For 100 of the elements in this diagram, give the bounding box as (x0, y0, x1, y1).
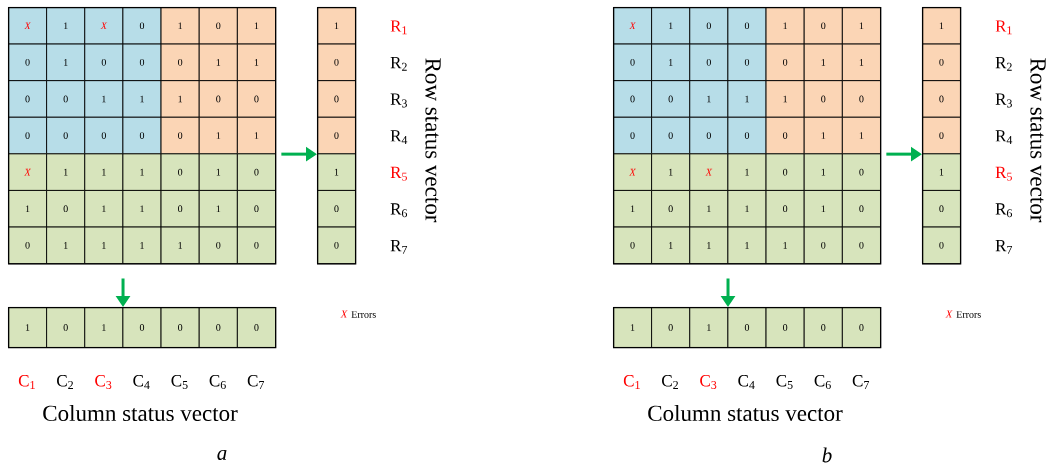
matrix-cell: 0 (160, 43, 200, 82)
column-label: C$_{7}$ (247, 375, 265, 389)
vector-cell: 0 (317, 43, 356, 82)
matrix-cell: 1 (727, 153, 767, 191)
matrix-cell: 0 (841, 80, 881, 118)
matrix-cell: 0 (236, 80, 276, 118)
matrix-cell: 1 (160, 80, 200, 118)
matrix-cell: 0 (727, 43, 767, 82)
row-label: R$_{6}$ (390, 203, 408, 218)
matrix-cell: 0 (613, 43, 653, 82)
matrix-cell: 0 (689, 7, 729, 45)
vector-cell: 0 (922, 116, 961, 155)
matrix-cell: 0 (160, 190, 200, 228)
matrix-cell: 0 (8, 226, 48, 265)
matrix-cell: 1 (198, 116, 238, 155)
column-label: C$_{7}$ (852, 375, 870, 389)
matrix-cell: 1 (198, 190, 238, 228)
matrix-cell: 0 (160, 153, 200, 191)
vector-cell: 1 (317, 153, 356, 191)
matrix-cell: 1 (803, 153, 843, 191)
matrix-cell: 1 (651, 43, 691, 82)
vector-cell: 0 (46, 307, 86, 348)
row-label: R$_{5}$ (995, 166, 1012, 181)
matrix-cell: 1 (689, 226, 729, 265)
row-status-vector (922, 7, 962, 265)
matrix-cell: 0 (8, 43, 48, 82)
vector-cell: 0 (198, 307, 238, 348)
vector-cell: 0 (922, 226, 961, 265)
matrix-cell: 1 (122, 153, 162, 191)
row-label: R$_{6}$ (995, 203, 1013, 218)
row-label: R$_{5}$ (390, 166, 407, 181)
matrix-cell: 1 (198, 43, 238, 82)
vector-cell: 1 (613, 307, 653, 348)
matrix-cell: 0 (841, 190, 881, 228)
matrix-cell: 1 (651, 7, 691, 45)
row-label: R$_{2}$ (995, 57, 1012, 71)
vector-cell: 0 (317, 190, 356, 228)
matrix-cell: 1 (122, 80, 162, 118)
column-label: C$_{3}$ (95, 375, 112, 389)
error-marker: X (945, 310, 953, 318)
column-label: C$_{4}$ (133, 375, 150, 389)
matrix-grid (613, 7, 882, 265)
matrix-cell: 1 (8, 190, 48, 228)
column-label: C$_{4}$ (738, 375, 755, 389)
column-label: C$_{6}$ (209, 375, 226, 389)
matrix-cell: 1 (236, 43, 276, 82)
matrix-cell: 0 (613, 80, 653, 118)
vector-cell: 0 (317, 116, 356, 155)
matrix-cell: 0 (198, 80, 238, 118)
legend-text: Errors (351, 311, 376, 318)
matrix-cell: 1 (84, 153, 124, 191)
matrix-cell: 0 (122, 116, 162, 155)
matrix-cell: 1 (803, 43, 843, 82)
vector-cell: 0 (803, 307, 843, 348)
matrix-cell: 1 (689, 190, 729, 228)
matrix-cell: 0 (841, 153, 881, 191)
matrix-cell: 0 (613, 226, 653, 265)
matrix-cell: 0 (765, 190, 805, 228)
matrix-cell: 1 (803, 190, 843, 228)
vector-cell: 0 (236, 307, 276, 348)
matrix-cell: 0 (765, 116, 805, 155)
matrix-cell: 1 (841, 43, 881, 82)
matrix-cell: 0 (803, 226, 843, 265)
legend-text: Errors (956, 311, 981, 318)
matrix-cell: 0 (613, 116, 653, 155)
matrix-cell: 0 (46, 116, 86, 155)
matrix-grid (8, 7, 277, 265)
vector-cell: 1 (8, 307, 48, 348)
axis-title: Row status vector (425, 58, 441, 223)
matrix-cell: 1 (46, 43, 86, 82)
matrix-cell: 0 (689, 116, 729, 155)
matrix-cell: 0 (689, 43, 729, 82)
matrix-cell: 1 (160, 226, 200, 265)
matrix-cell: 0 (651, 190, 691, 228)
matrix-cell: 1 (803, 116, 843, 155)
row-label: R$_{7}$ (390, 240, 408, 254)
matrix-cell: 0 (84, 116, 124, 155)
matrix-cell: X (689, 153, 729, 191)
matrix-cell: 1 (84, 80, 124, 118)
matrix-cell: 0 (8, 116, 48, 155)
matrix-cell: 0 (765, 43, 805, 82)
error-marker: X (340, 310, 348, 318)
matrix-cell: 1 (841, 7, 881, 45)
column-status-vector (8, 307, 277, 349)
matrix-cell: 0 (122, 43, 162, 82)
matrix-cell: 1 (46, 153, 86, 191)
column-label: C$_{2}$ (662, 375, 678, 389)
matrix-cell: 1 (236, 7, 276, 45)
row-label: R$_{2}$ (390, 57, 407, 71)
vector-cell: 0 (651, 307, 691, 348)
panel-label: a (217, 449, 227, 461)
matrix-cell: 0 (46, 80, 86, 118)
matrix-cell: 1 (613, 190, 653, 228)
vector-cell: 1 (689, 307, 729, 348)
matrix-cell: 0 (198, 7, 238, 45)
matrix-cell: 1 (84, 226, 124, 265)
matrix-cell: 0 (651, 80, 691, 118)
matrix-cell: 1 (236, 116, 276, 155)
matrix-cell: 1 (122, 190, 162, 228)
row-label: R$_{7}$ (995, 240, 1013, 254)
